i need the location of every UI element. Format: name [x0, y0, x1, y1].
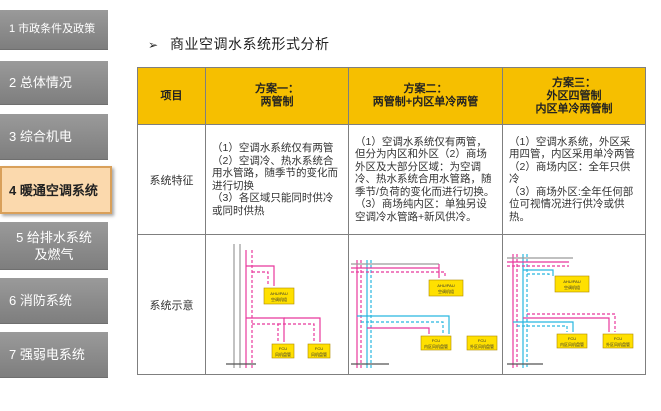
- sidebar-item-hvac[interactable]: 4 暖通空调系统: [0, 166, 112, 214]
- fcu-label: FCU: [568, 336, 576, 341]
- diagram-plan3: AHU/PAU 空调机组 FCU 内区风机盘管 FCU 外区风机盘管: [502, 234, 646, 375]
- comparison-table: 项目 方案一： 两管制 方案二： 两管制+内区单冷两管 方案三： 外区四管制 内…: [137, 67, 646, 375]
- sidebar-item-electrical[interactable]: 7 强弱电系统: [0, 332, 108, 378]
- ahu-sublabel: 空调机组: [271, 296, 287, 302]
- fcu-sublabel-2: 风机盘管: [311, 351, 327, 357]
- sidebar-item-label: 4 暖通空调系统: [9, 182, 98, 198]
- schematic-plan2: AHU/PAU 空调机组 FCU 内区风机盘管 FCU 外区风机盘管: [351, 259, 498, 368]
- fcu-sublabel: 内区风机盘管: [560, 341, 584, 347]
- sidebar-item-label-line2: 及燃气: [34, 246, 74, 262]
- sidebar-item-fire[interactable]: 6 消防系统: [0, 278, 108, 324]
- sidebar-item-label: 5 给排水系统: [16, 229, 92, 245]
- row-label-diagrams: 系统示意: [137, 234, 206, 375]
- sidebar-item-label: 6 消防系统: [9, 293, 72, 308]
- sidebar-item-label: 7 强弱电系统: [9, 347, 85, 362]
- sidebar-item-label: 1 市政条件及政策: [9, 23, 96, 35]
- features-plan3: （1）空调水系统，外区采用四管，内区采用单冷两管 （2）商场内区：全年只供冷 （…: [502, 124, 646, 235]
- fcu-sublabel: 风机盘管: [275, 351, 291, 357]
- fcu-sublabel-2: 外区风机盘管: [606, 341, 630, 347]
- sidebar-item-label: 2 总体情况: [9, 75, 72, 90]
- features-plan1: （1）空调水系统仅有两管 （2）空调冷、热水系统合用水管路，随季节的变化而进行切…: [205, 124, 349, 235]
- fcu-label-2: FCU: [614, 336, 622, 341]
- table-row-diagrams: 系统示意 AHU/PAU 空调机组: [137, 234, 646, 375]
- fcu-sublabel: 内区风机盘管: [424, 343, 448, 349]
- header-plan1: 方案一： 两管制: [205, 67, 349, 125]
- ahu-label: AHU/PAU: [270, 291, 288, 296]
- features-plan2: （1）空调水系统仅有两管，但分为内区和外区（2）商场外区及大部分区域：为空调冷、…: [348, 124, 503, 235]
- page-title-text: 商业空调水系统形式分析: [170, 36, 330, 52]
- arrow-bullet-icon: ➢: [148, 38, 159, 52]
- sidebar-item-plumbing[interactable]: 5 给排水系统 及燃气: [0, 222, 108, 270]
- ahu-sublabel: 空调机组: [564, 284, 580, 290]
- ahu-label: AHU/PAU: [437, 283, 455, 288]
- diagram-plan2: AHU/PAU 空调机组 FCU 内区风机盘管 FCU 外区风机盘管: [348, 234, 503, 375]
- diagram-plan1: AHU/PAU 空调机组 FCU 风机盘管 FCU 风机盘管: [205, 234, 349, 375]
- row-label-features: 系统特征: [137, 124, 206, 235]
- header-plan2: 方案二： 两管制+内区单冷两管: [348, 67, 503, 125]
- ahu-label: AHU/PAU: [563, 279, 581, 284]
- table-row-features: 系统特征 （1）空调水系统仅有两管 （2）空调冷、热水系统合用水管路，随季节的变…: [137, 124, 646, 235]
- sidebar-item-overview[interactable]: 2 总体情况: [0, 61, 108, 105]
- fcu-label: FCU: [432, 338, 440, 343]
- page-title: ➢ 商业空调水系统形式分析: [148, 34, 330, 54]
- sidebar-item-mep[interactable]: 3 综合机电: [0, 114, 108, 160]
- schematic-plan1: AHU/PAU 空调机组 FCU 风机盘管 FCU 风机盘管: [226, 243, 331, 368]
- sidebar-item-municipal[interactable]: 1 市政条件及政策: [0, 10, 108, 50]
- fcu-sublabel-2: 外区风机盘管: [470, 343, 494, 349]
- schematic-plan3: AHU/PAU 空调机组 FCU 内区风机盘管 FCU 外区风机盘管: [507, 253, 634, 368]
- sidebar-item-label: 3 综合机电: [9, 129, 72, 144]
- header-item: 项目: [137, 67, 206, 125]
- fcu-label-2: FCU: [478, 338, 486, 343]
- sidebar: 1 市政条件及政策 2 总体情况 3 综合机电 4 暖通空调系统 5 给排水系统…: [0, 0, 112, 411]
- ahu-sublabel: 空调机组: [438, 288, 454, 294]
- header-plan3: 方案三： 外区四管制 内区单冷两管制: [502, 67, 646, 125]
- table-header-row: 项目 方案一： 两管制 方案二： 两管制+内区单冷两管 方案三： 外区四管制 内…: [137, 67, 646, 125]
- fcu-label-2: FCU: [315, 346, 323, 351]
- fcu-label: FCU: [279, 346, 287, 351]
